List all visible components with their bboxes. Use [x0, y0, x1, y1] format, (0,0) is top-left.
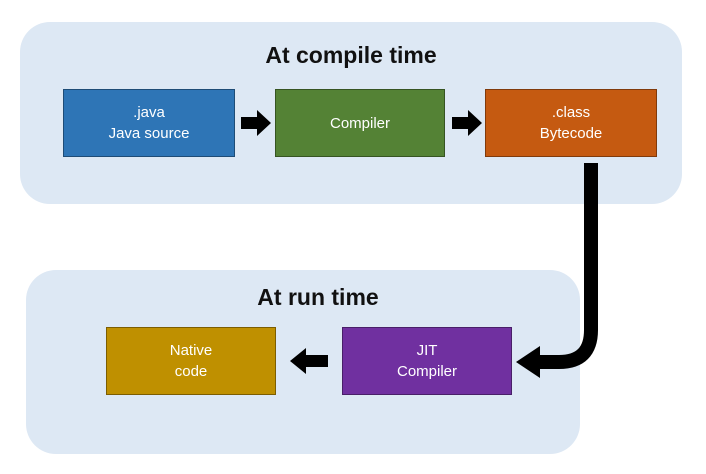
native-box-line1: Native: [169, 342, 213, 359]
java-box-line2: Java source: [108, 125, 190, 142]
arrow-class-to-jit: [536, 163, 598, 369]
bytecode-box: .class Bytecode: [485, 89, 657, 157]
java-source-box: .java Java source: [63, 89, 235, 157]
arrow-java-to-compiler: [241, 110, 271, 136]
arrow-compiler-to-class: [452, 110, 482, 136]
run-time-title: At run time: [257, 284, 379, 310]
arrow-class-to-jit-head: [516, 346, 540, 378]
native-box-line2: code: [174, 363, 208, 380]
java-box-line1: .java: [133, 104, 165, 121]
jit-compiler-box: JIT Compiler: [342, 327, 512, 395]
jit-box-line2: Compiler: [396, 363, 457, 380]
jit-box-line1: JIT: [416, 342, 438, 359]
compiler-box-label: Compiler: [329, 114, 390, 132]
compile-time-title: At compile time: [265, 42, 437, 68]
compiler-box: Compiler: [275, 89, 445, 157]
native-code-box: Native code: [106, 327, 276, 395]
class-box-line1: .class: [551, 104, 591, 121]
class-box-line2: Bytecode: [539, 125, 603, 142]
arrow-jit-to-native: [290, 348, 328, 374]
